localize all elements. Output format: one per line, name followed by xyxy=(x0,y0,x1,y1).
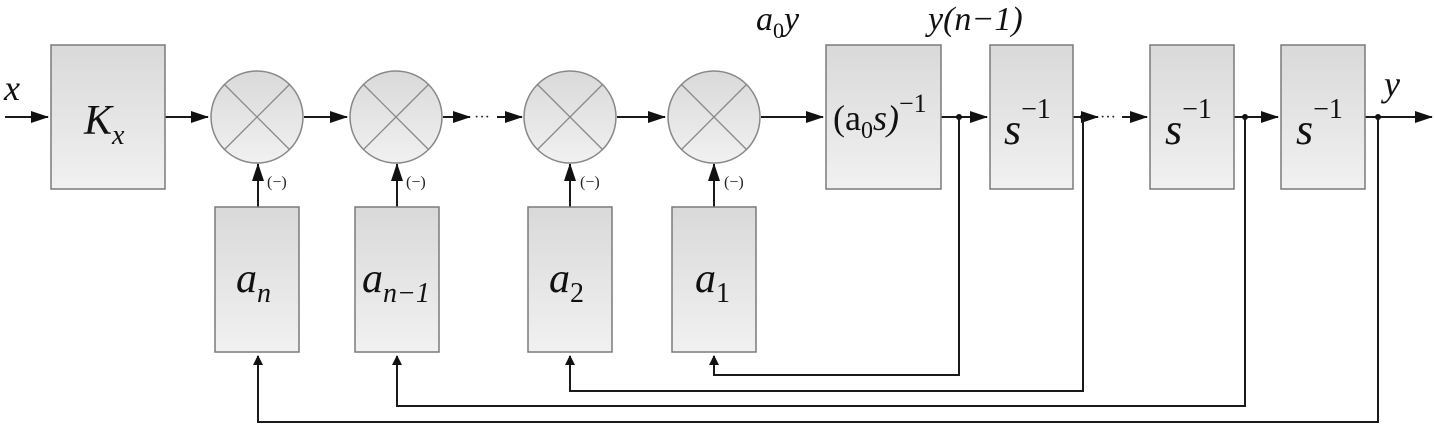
negative-sign-3: (−) xyxy=(580,174,600,191)
signal-label-yn1: y(n−1) xyxy=(925,1,1023,38)
coefficient-label-a2: a2 xyxy=(549,256,584,309)
coefficient-block-an xyxy=(214,206,300,353)
coefficient-label-an: an xyxy=(236,256,271,309)
gain-label: Kx xyxy=(83,98,125,151)
input-label: x xyxy=(3,68,20,108)
gain-block xyxy=(50,44,166,190)
coefficient-label-an-1: an−1 xyxy=(362,256,430,309)
coefficient-block-a1 xyxy=(671,206,757,353)
integrator-label-a0s: (a0s)−1 xyxy=(833,89,927,144)
negative-sign-1: (−) xyxy=(267,174,287,191)
output-label: y xyxy=(1381,64,1400,104)
coefficient-label-a1: a1 xyxy=(695,256,730,309)
integrator-block-a0s xyxy=(825,44,942,190)
integrator-label-1: s−1 xyxy=(1004,94,1051,154)
integrator-block-1 xyxy=(989,44,1074,190)
integrator-block-3 xyxy=(1280,44,1366,190)
feedback-wires xyxy=(252,117,1379,423)
negative-sign-4: (−) xyxy=(724,174,744,191)
signal-label-a0y: a0y xyxy=(756,1,800,43)
integrator-block-2 xyxy=(1149,44,1235,190)
integrator-label-2: s−1 xyxy=(1165,94,1212,154)
coefficient-block-a2 xyxy=(527,206,613,353)
summing-junction-3 xyxy=(523,70,617,164)
coefficient-block-an-1 xyxy=(354,206,440,353)
summing-junctions xyxy=(210,70,761,164)
summing-junction-1 xyxy=(210,70,304,164)
summing-junction-4 xyxy=(667,70,761,164)
summing-junction-2 xyxy=(349,70,443,164)
negative-sign-2: (−) xyxy=(406,174,426,191)
ellipsis-1: ··· xyxy=(474,109,490,126)
ellipsis-2: ··· xyxy=(1100,109,1116,126)
integrator-label-3: s−1 xyxy=(1296,94,1343,154)
